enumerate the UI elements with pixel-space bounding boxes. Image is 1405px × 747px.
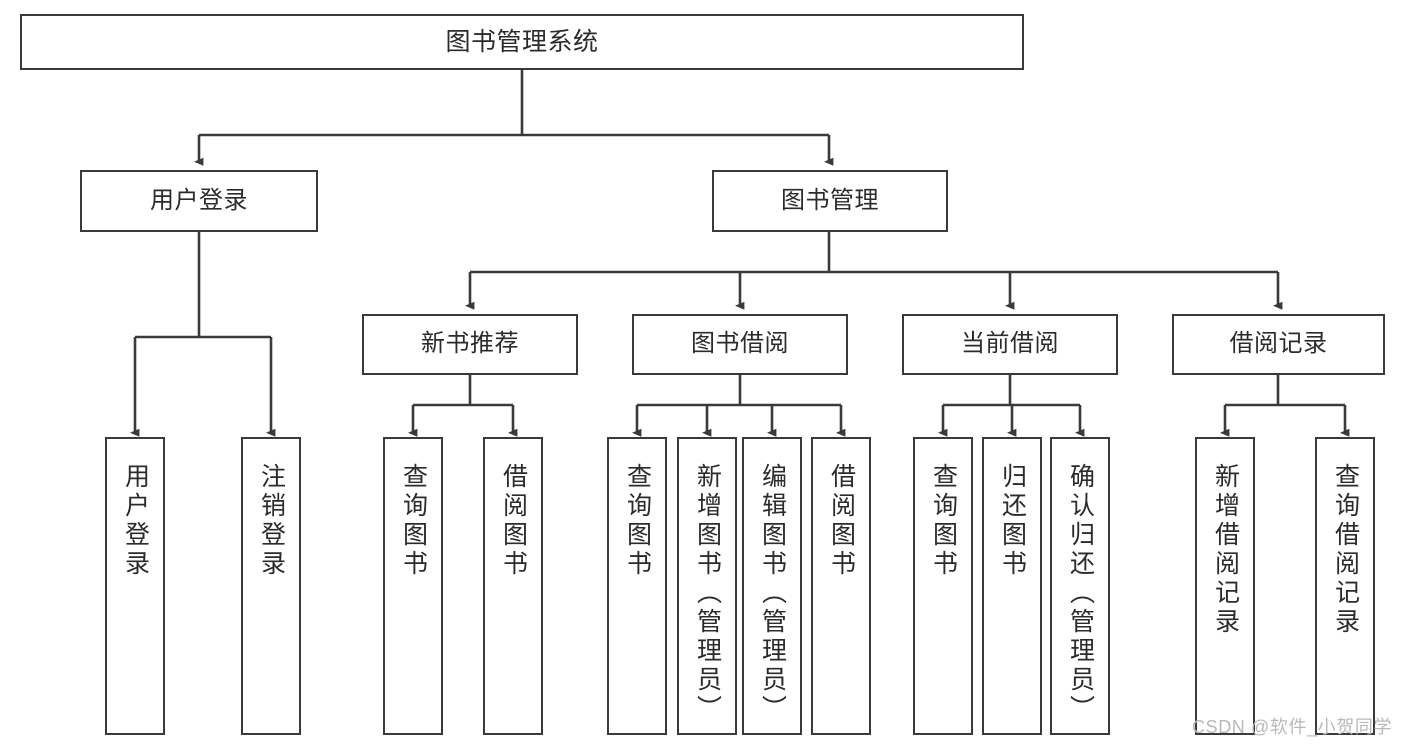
leaf-query-book-3-label: 查询图书: [929, 463, 958, 579]
node-new-book-rec-label: 新书推荐: [421, 330, 519, 358]
csdn-watermark: CSDN @软件_小贺同学: [1192, 717, 1393, 737]
node-book-manage-label: 图书管理: [781, 186, 879, 214]
leaf-user-login[interactable]: 用户登录: [105, 437, 165, 735]
leaf-borrow-book-1-label: 借阅图书: [499, 463, 528, 579]
leaf-return-book-label: 归还图书: [998, 463, 1027, 579]
leaf-query-book-2-label: 查询图书: [623, 463, 652, 579]
leaf-query-book-2[interactable]: 查询图书: [607, 437, 667, 735]
node-current-borrow[interactable]: 当前借阅: [902, 314, 1118, 375]
node-borrow-record[interactable]: 借阅记录: [1172, 314, 1385, 375]
leaf-edit-book-label: 编辑图书（管理员）: [758, 463, 787, 724]
leaf-query-record-label: 查询借阅记录: [1331, 463, 1360, 637]
node-book-borrow-label: 图书借阅: [691, 330, 789, 358]
node-book-borrow[interactable]: 图书借阅: [632, 314, 848, 375]
leaf-borrow-book-2[interactable]: 借阅图书: [811, 437, 871, 735]
leaf-add-record[interactable]: 新增借阅记录: [1195, 437, 1255, 735]
node-borrow-record-label: 借阅记录: [1229, 330, 1328, 358]
leaf-confirm-return[interactable]: 确认归还（管理员）: [1050, 437, 1110, 735]
leaf-user-login-label: 用户登录: [121, 463, 150, 579]
leaf-logout-label: 注销登录: [257, 463, 286, 579]
leaf-query-book-1[interactable]: 查询图书: [383, 437, 443, 735]
leaf-edit-book[interactable]: 编辑图书（管理员）: [742, 437, 802, 735]
leaf-add-book-label: 新增图书（管理员）: [693, 463, 722, 724]
leaf-borrow-book-1[interactable]: 借阅图书: [483, 437, 543, 735]
node-root-label: 图书管理系统: [445, 28, 599, 56]
node-book-manage[interactable]: 图书管理: [712, 170, 948, 232]
node-user-login-label: 用户登录: [150, 186, 248, 214]
node-current-borrow-label: 当前借阅: [961, 330, 1059, 358]
leaf-borrow-book-2-label: 借阅图书: [827, 463, 856, 579]
node-user-login[interactable]: 用户登录: [80, 170, 318, 232]
leaf-confirm-return-label: 确认归还（管理员）: [1066, 463, 1095, 724]
leaf-return-book[interactable]: 归还图书: [982, 437, 1042, 735]
leaf-query-book-1-label: 查询图书: [399, 463, 428, 579]
leaf-add-record-label: 新增借阅记录: [1211, 463, 1240, 637]
node-root[interactable]: 图书管理系统: [20, 14, 1024, 70]
leaf-add-book[interactable]: 新增图书（管理员）: [677, 437, 737, 735]
node-new-book-rec[interactable]: 新书推荐: [362, 314, 578, 375]
leaf-logout[interactable]: 注销登录: [241, 437, 301, 735]
leaf-query-record[interactable]: 查询借阅记录: [1315, 437, 1375, 735]
leaf-query-book-3[interactable]: 查询图书: [913, 437, 973, 735]
